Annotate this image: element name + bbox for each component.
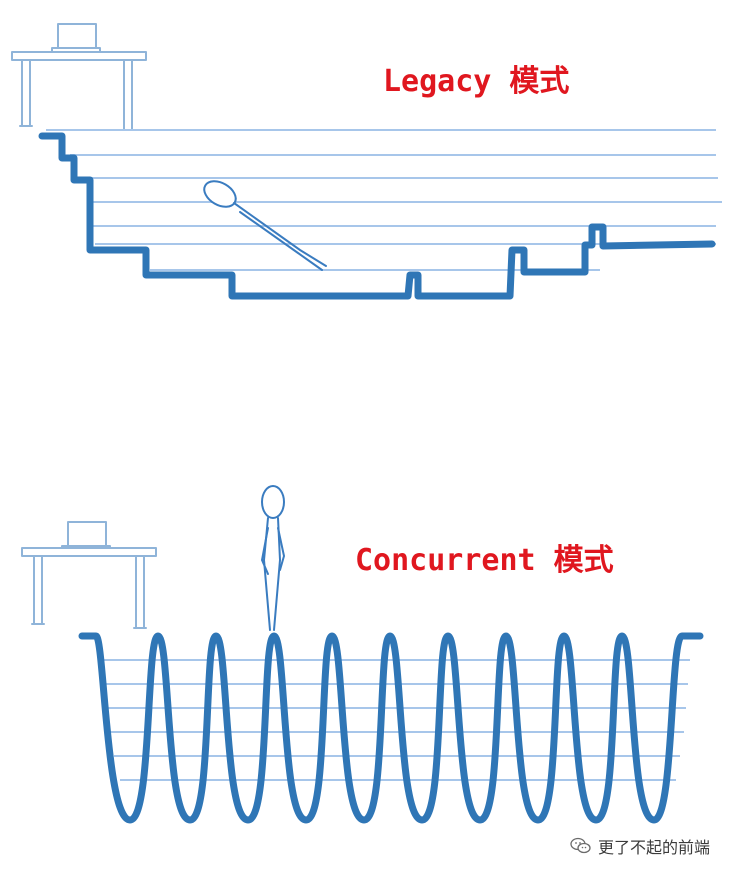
legacy-profile	[38, 132, 716, 300]
wechat-icon	[570, 837, 591, 854]
desk-bottom	[21, 521, 157, 629]
watermark: 更了不起的前端	[570, 834, 710, 858]
falling-figure	[203, 180, 327, 271]
watermark-text: 更了不起的前端	[597, 838, 710, 857]
concurrent-profile	[78, 632, 704, 824]
concurrent-mode-label: Concurrent 模式	[355, 543, 614, 578]
legacy-mode-label: Legacy 模式	[383, 64, 570, 99]
desk-top	[11, 23, 147, 131]
standing-figure	[260, 485, 286, 631]
stack-lines-top	[46, 129, 722, 271]
